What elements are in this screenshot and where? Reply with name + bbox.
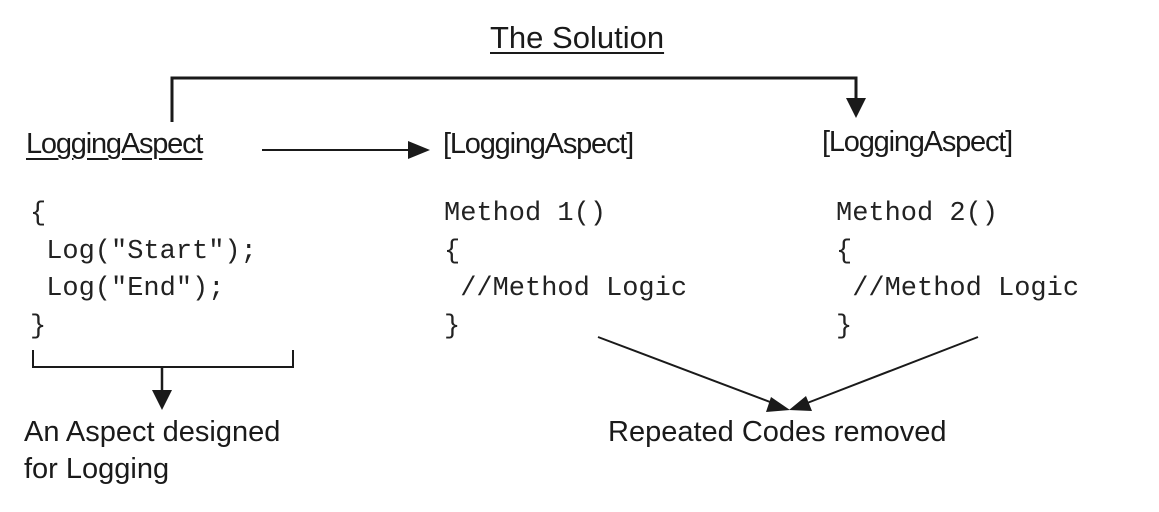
method2-converge-arrowhead	[789, 396, 812, 411]
aspect-definition-label: LoggingAspect	[26, 128, 203, 160]
method1-code-block: Method 1() { //Method Logic }	[444, 196, 687, 346]
code-line: {	[836, 236, 853, 267]
aspect-code-block: { Log("Start"); Log("End"); }	[30, 196, 257, 346]
top-connector-line	[170, 76, 858, 122]
top-connector-arrowhead	[846, 98, 866, 118]
code-line: //Method Logic	[444, 274, 688, 304]
code-line: }	[30, 311, 47, 342]
aspect-code-bracket	[32, 350, 294, 368]
method1-converge-arrowhead	[766, 397, 790, 412]
code-line: Method 1()	[444, 199, 607, 229]
code-line: {	[30, 199, 47, 229]
method2-attribute: [LoggingAspect]	[822, 126, 1013, 158]
method2-code-block: Method 2() { //Method Logic }	[836, 196, 1079, 346]
bracket-down-arrowhead	[152, 390, 172, 410]
horizontal-arrow-head	[408, 141, 430, 159]
method1-converge-line	[597, 336, 779, 406]
diagram-title: The Solution	[490, 20, 665, 55]
aspect-caption: An Aspect designed for Logging	[24, 414, 280, 488]
code-line: }	[836, 311, 853, 342]
code-line: }	[444, 311, 461, 342]
aspect-caption-line: for Logging	[24, 453, 170, 485]
removed-caption: Repeated Codes removed	[608, 416, 947, 448]
code-line: //Method Logic	[836, 274, 1080, 304]
code-line: Method 2()	[836, 199, 999, 229]
code-line: {	[444, 236, 461, 267]
method1-attribute: [LoggingAspect]	[443, 128, 634, 160]
code-line: Log("Start");	[30, 236, 257, 267]
code-line: Log("End");	[30, 274, 225, 304]
method2-converge-line	[801, 336, 979, 406]
aspect-caption-line: An Aspect designed	[24, 416, 281, 448]
